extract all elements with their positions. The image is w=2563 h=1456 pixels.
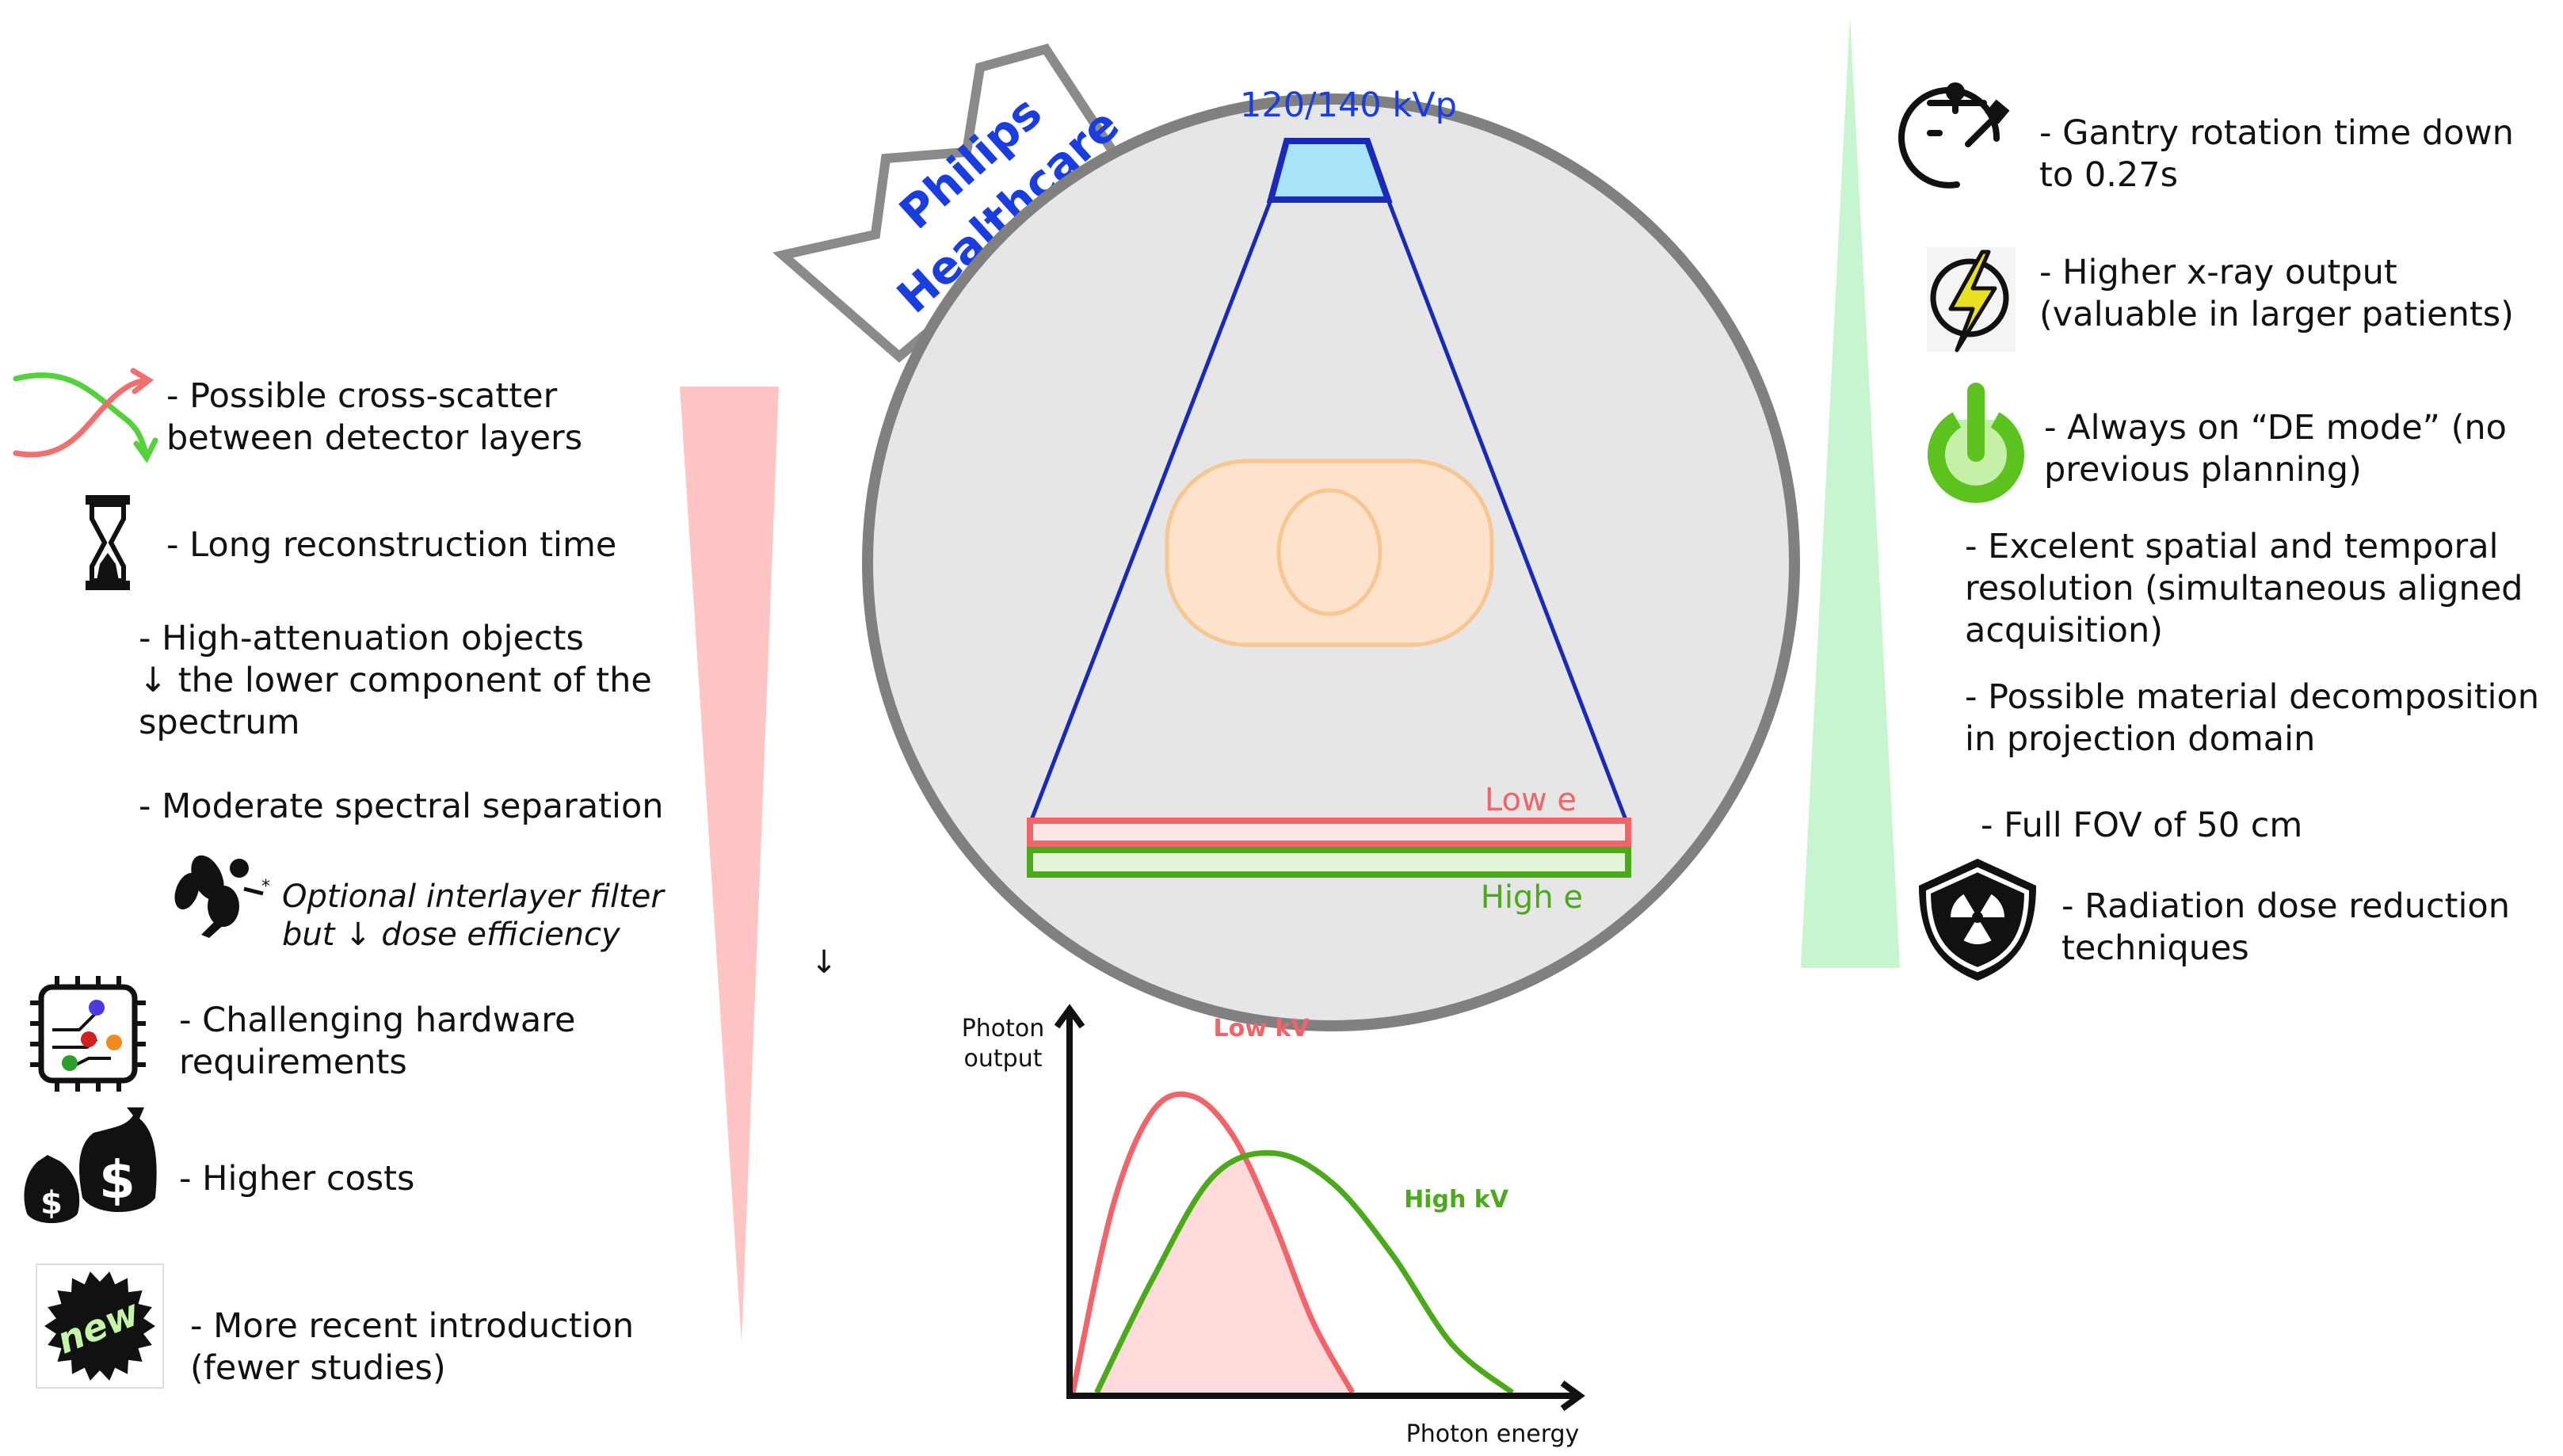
legend-high-kv: High kV bbox=[1404, 1186, 1509, 1214]
y-axis-label-line1: Photon bbox=[962, 1015, 1045, 1042]
point-full-fov: - Full FOV of 50 cm bbox=[1981, 806, 2303, 845]
fairy-wand-icon: * bbox=[174, 855, 270, 938]
point-de-mode: - Always on “DE mode” (no previous plann… bbox=[2044, 408, 2507, 490]
beam-right-edge bbox=[1386, 199, 1630, 825]
y-axis-label-line2: output bbox=[964, 1045, 1043, 1073]
crossing-arrows-icon bbox=[13, 368, 158, 463]
xray-tube bbox=[1266, 138, 1393, 203]
point-reconstruction-time: - Long reconstruction time bbox=[166, 525, 617, 565]
point-hardware: - Challenging hardware requirements bbox=[179, 1001, 576, 1082]
circuit-chip-icon bbox=[30, 976, 146, 1092]
hourglass-icon bbox=[86, 495, 130, 590]
low-energy-layer bbox=[1027, 818, 1631, 847]
point-recent-introduction: - More recent introduction (fewer studie… bbox=[190, 1306, 635, 1388]
new-badge-icon: new bbox=[36, 1264, 164, 1389]
beam-left-edge bbox=[1028, 199, 1273, 825]
svg-text:$: $ bbox=[40, 1185, 63, 1222]
point-resolution: - Excelent spatial and temporal resoluti… bbox=[1965, 527, 2523, 650]
point-cross-scatter: - Possible cross-scatter between detecto… bbox=[166, 376, 583, 458]
legend-low-kv: Low kV bbox=[1213, 1015, 1310, 1042]
y-axis-arrowhead bbox=[1054, 1004, 1085, 1029]
point-material-decomposition: - Possible material decomposition in pro… bbox=[1965, 677, 2540, 759]
pros-wedge bbox=[1801, 16, 1900, 968]
point-xray-output: - Higher x-ray output (valuable in large… bbox=[2039, 253, 2514, 334]
cons-wedge bbox=[680, 387, 779, 1343]
svg-text:$: $ bbox=[99, 1149, 135, 1210]
high-energy-layer bbox=[1027, 847, 1631, 878]
point-high-attenuation: - High-attenuation objects ↓ the lower c… bbox=[139, 619, 652, 742]
point-dose-reduction: - Radiation dose reduction techniques bbox=[2061, 886, 2510, 968]
point-rotation-time: - Gantry rotation time down to 0.27s bbox=[2039, 113, 2514, 195]
patient-organ bbox=[1276, 488, 1383, 616]
money-bags-icon: $ $ bbox=[24, 1107, 157, 1223]
low-energy-label: Low e bbox=[1485, 782, 1577, 818]
lightning-icon bbox=[1927, 247, 2016, 353]
point-interlayer-filter: Optional interlayer filter but ↓ dose ef… bbox=[282, 879, 664, 953]
spectrum-chart: Photon output Photon energy Low kV High … bbox=[962, 1004, 1585, 1448]
high-kv-curve bbox=[1094, 1149, 1514, 1395]
svg-text:*: * bbox=[261, 877, 270, 897]
high-energy-label: High e bbox=[1481, 879, 1583, 916]
x-axis-label: Photon energy bbox=[1406, 1420, 1580, 1448]
power-icon bbox=[1928, 383, 2024, 503]
tube-kvp-label: 120/140 kVp bbox=[1240, 86, 1457, 125]
stopwatch-icon bbox=[1898, 82, 2010, 189]
point-spectral-separation: - Moderate spectral separation bbox=[139, 787, 664, 826]
overlap-shading bbox=[1097, 1156, 1352, 1393]
x-axis-arrowhead bbox=[1560, 1380, 1585, 1412]
point-costs: - Higher costs bbox=[179, 1159, 415, 1199]
low-kv-curve bbox=[1070, 1091, 1356, 1394]
small-down-arrow: ↓ bbox=[810, 944, 837, 981]
radiation-shield-icon bbox=[1919, 859, 2036, 981]
patient-body bbox=[1165, 459, 1494, 647]
